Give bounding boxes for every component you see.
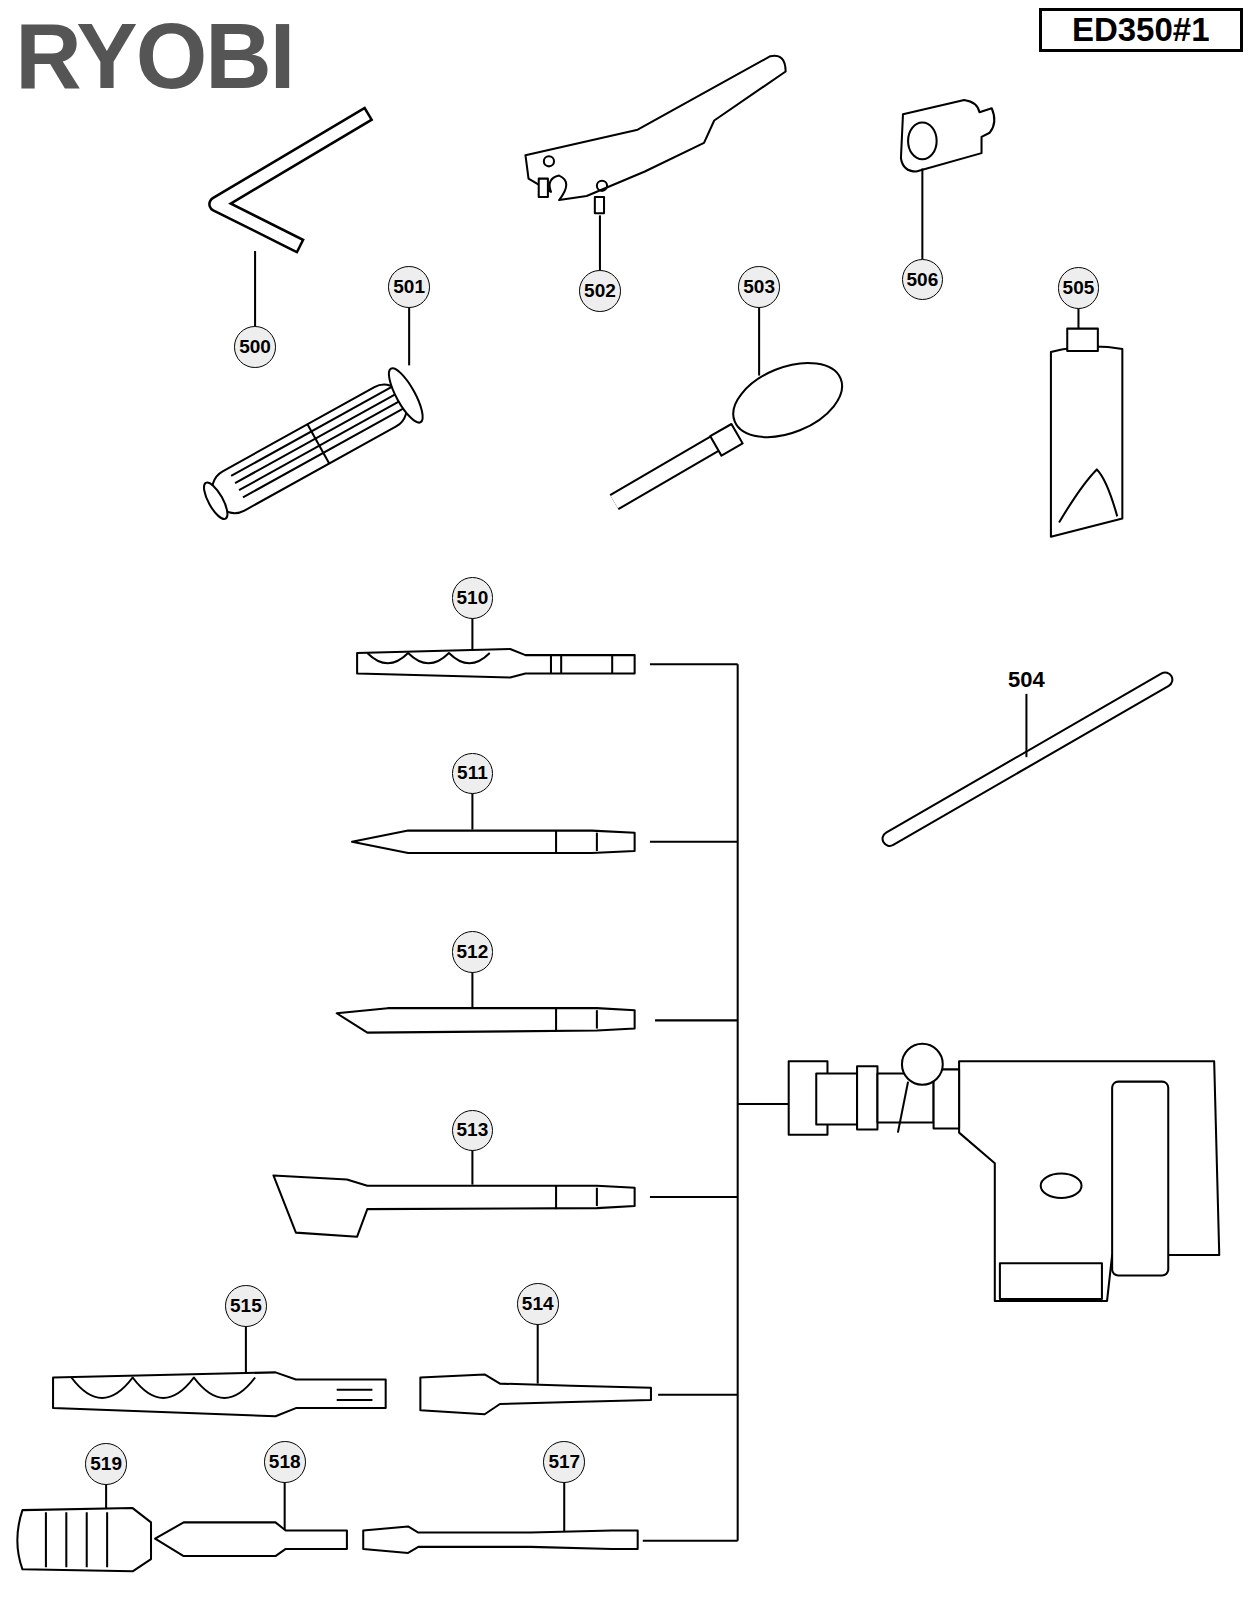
side-handle <box>205 377 414 520</box>
flat-chisel <box>337 1008 635 1032</box>
leader-line <box>1077 308 1079 328</box>
callout-number: 502 <box>584 280 616 302</box>
leader-line <box>105 1484 107 1510</box>
callout-circle: 514 <box>517 1283 559 1325</box>
callout-circle: 511 <box>452 753 493 794</box>
leader-line <box>921 168 923 259</box>
leader-line <box>537 1323 539 1383</box>
callout-circle: 517 <box>543 1441 585 1483</box>
rod <box>890 680 1165 839</box>
callout-number: 505 <box>1063 277 1095 299</box>
leader-line <box>758 306 760 375</box>
large-drill-bit <box>53 1372 386 1416</box>
wrench-pin <box>595 197 604 213</box>
wrench-hole <box>544 156 554 166</box>
callout-number: 506 <box>907 269 939 291</box>
model-box: ED350#1 <box>1039 8 1243 52</box>
callout-circle: 513 <box>452 1110 494 1152</box>
point-chisel <box>352 831 635 853</box>
leader-line <box>563 1482 565 1532</box>
leader-line <box>471 1150 473 1185</box>
blower-tube <box>614 437 726 502</box>
grease-tube <box>1051 347 1122 537</box>
callout-number: 514 <box>522 1293 554 1315</box>
callout-circle: 518 <box>264 1441 306 1483</box>
callout-number: 504 <box>1006 667 1047 693</box>
callout-circle: 515 <box>225 1285 267 1327</box>
callout-number: 518 <box>269 1451 301 1473</box>
rubber-collar <box>901 100 994 171</box>
wrench-hole <box>597 181 607 191</box>
callout-number: 510 <box>457 587 489 609</box>
leader-line <box>599 215 601 270</box>
leader-line <box>471 793 473 830</box>
leader-line <box>471 617 473 651</box>
callout-number: 513 <box>457 1119 489 1141</box>
leader-line <box>408 306 410 365</box>
pin-wrench <box>525 56 785 200</box>
bracket <box>643 664 789 1540</box>
callout-number: 512 <box>457 941 489 963</box>
leader-line <box>471 971 473 1007</box>
callout-number: 501 <box>393 276 425 298</box>
callout-circle: 519 <box>85 1443 127 1485</box>
hex-key <box>216 117 362 242</box>
model-number: ED350#1 <box>1072 11 1210 49</box>
callout-number: 515 <box>230 1295 262 1317</box>
brand-logo: RYOBI <box>15 10 293 102</box>
wrench-pin <box>539 179 548 197</box>
tube-cap <box>1067 329 1098 351</box>
collar-hole <box>908 123 937 160</box>
tube-fold <box>1059 469 1117 522</box>
callout-circle: 506 <box>902 259 944 301</box>
callout-circle: 501 <box>388 266 430 308</box>
hex-key-inner <box>216 117 362 242</box>
core-adapter <box>363 1526 637 1553</box>
drill-bit <box>357 649 635 678</box>
callout-circle: 500 <box>234 326 276 368</box>
callout-number: 500 <box>239 336 271 358</box>
core-bit <box>17 1508 151 1571</box>
callout-circle: 510 <box>452 577 494 619</box>
bit-adapter <box>420 1374 651 1414</box>
callout-number: 511 <box>457 762 488 784</box>
leader-line <box>254 251 256 327</box>
callout-number: 517 <box>548 1451 580 1473</box>
leader-line <box>245 1325 247 1373</box>
leader-line <box>1025 694 1027 757</box>
callout-number: 519 <box>90 1453 122 1475</box>
callout-circle: 512 <box>452 931 494 973</box>
callout-circle: 503 <box>738 266 780 308</box>
hammer-body <box>789 1044 1220 1301</box>
callout-number: 503 <box>743 276 775 298</box>
leader-line <box>284 1482 286 1530</box>
callout-circle: 505 <box>1058 267 1100 309</box>
blower-bulb <box>722 348 852 451</box>
spade-chisel <box>273 1175 634 1236</box>
callout-circle: 502 <box>579 270 621 312</box>
center-pin <box>155 1522 347 1556</box>
